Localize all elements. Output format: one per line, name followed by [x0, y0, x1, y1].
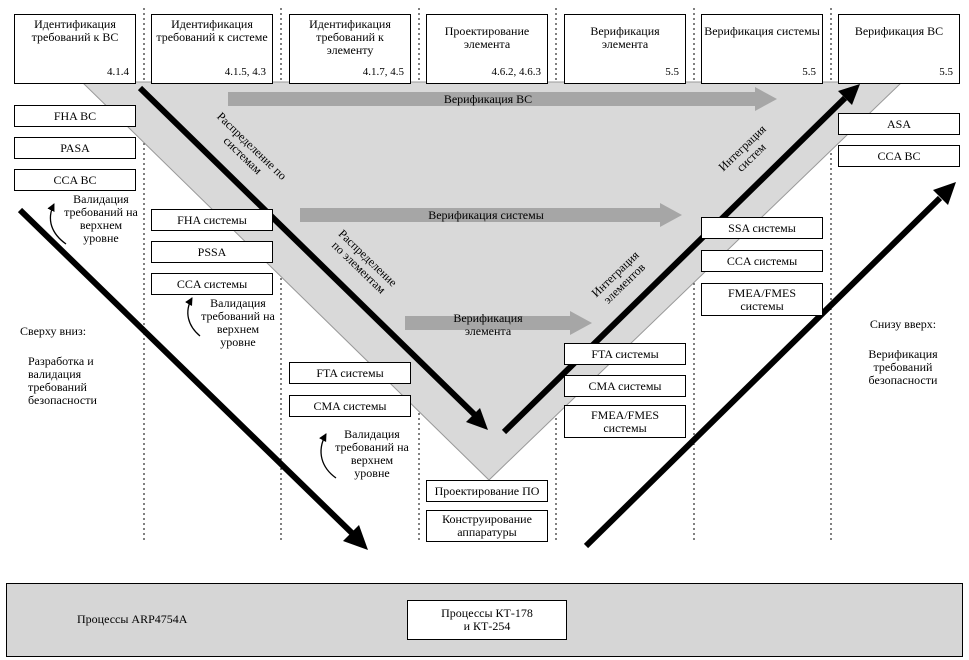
validation-curve-1 — [47, 203, 67, 245]
software-design-box: Проектирование ПО — [426, 480, 548, 502]
top-down-arrowhead — [343, 525, 368, 550]
top-down-arrow — [17, 207, 358, 539]
verif-sys-label: Верификация системы — [428, 208, 544, 222]
fta-system-box-verif: FTA системы — [564, 343, 686, 365]
header-system-verification: Верификация системы 5.5 — [701, 14, 823, 84]
validation-curve-3 — [319, 433, 337, 479]
verif-ac-label: Верификация ВС — [443, 92, 533, 106]
fmea-fmes-system-box: FMEA/FMES системы — [701, 283, 823, 316]
verif-elem-arrow — [405, 311, 592, 335]
header-section-number: 4.6.2, 4.6.3 — [491, 66, 542, 78]
header-aircraft-verification: Верификация ВС 5.5 — [838, 14, 960, 84]
arp4754a-label: Процессы ARP4754A — [77, 612, 188, 626]
header-title: Верификация системы — [704, 24, 820, 38]
integration-arrow — [501, 95, 848, 435]
header-element-requirements: Идентификация требований к элементу 4.1.… — [289, 14, 411, 84]
ssa-system-box: SSA системы — [701, 217, 823, 239]
header-element-verification: Верификация элемента 5.5 — [564, 14, 686, 84]
verification-arrows — [228, 87, 777, 335]
top-down-title: Сверху вниз: — [20, 324, 87, 338]
header-title: Верификация элемента — [590, 24, 660, 51]
bottom-up-title: Снизу вверх: — [869, 317, 937, 331]
fha-system-box: FHA системы — [151, 209, 273, 231]
header-section-number: 5.5 — [665, 66, 679, 78]
bottom-up-body: Верификация требований безопасности — [868, 347, 938, 387]
processes-band: Процессы ARP4754A Процессы КТ-178 и КТ-2… — [6, 583, 963, 657]
header-section-number: 4.1.7, 4.5 — [362, 66, 404, 78]
header-section-number: 4.1.4 — [107, 66, 129, 78]
kt-processes-box: Процессы КТ-178 и КТ-254 — [407, 600, 567, 640]
cma-system-box-verif: CMA системы — [564, 375, 686, 397]
verif-elem-label: Верификация элемента — [453, 311, 523, 338]
top-down-body: Разработка и валидация требований безопа… — [28, 354, 97, 407]
distribution-arrowhead — [466, 408, 488, 430]
pasa-box: PASA — [14, 137, 136, 159]
header-aircraft-requirements: Идентификация требований к ВС 4.1.4 — [14, 14, 136, 84]
distribution-arrow — [137, 85, 481, 421]
bottom-up-arrowhead — [933, 182, 956, 205]
hardware-design-box: Конструирование аппаратуры — [426, 510, 548, 542]
header-element-design: Проектирование элемента 4.6.2, 4.6.3 — [426, 14, 548, 84]
cma-system-box: CMA системы — [289, 395, 411, 417]
cca-aircraft-box: CCA ВС — [14, 169, 136, 191]
thick-arrows — [17, 85, 943, 549]
pssa-box: PSSA — [151, 241, 273, 263]
verif-sys-arrow — [300, 203, 682, 227]
verif-ac-arrow — [228, 87, 777, 111]
header-section-number: 4.1.5, 4.3 — [224, 66, 266, 78]
validation-curves — [47, 203, 337, 479]
header-title: Верификация ВС — [854, 24, 944, 38]
validation-label-1: Валидация требований на верхнем уровне — [64, 192, 138, 245]
bottom-up-arrow — [583, 195, 943, 549]
thick-arrowheads — [343, 84, 956, 550]
cca-system-box-verif: CCA системы — [701, 250, 823, 272]
cca-aircraft-box-verif: CCA ВС — [838, 145, 960, 167]
cca-system-box: CCA системы — [151, 273, 273, 295]
asa-box: ASA — [838, 113, 960, 135]
validation-label-3: Валидация требований на верхнем уровне — [335, 427, 409, 480]
header-section-number: 5.5 — [939, 66, 953, 78]
header-title: Идентификация требований к элементу — [309, 17, 391, 57]
header-title: Идентификация требований к ВС — [31, 17, 119, 44]
header-title: Проектирование элемента — [444, 24, 530, 51]
integration-arrowhead — [838, 84, 860, 105]
header-section-number: 5.5 — [802, 66, 816, 78]
fha-aircraft-box: FHA ВС — [14, 105, 136, 127]
header-title: Идентификация требований к системе — [156, 17, 268, 44]
fmea-fmes-element-box: FMEA/FMES системы — [564, 405, 686, 438]
validation-curve-2 — [185, 297, 201, 337]
validation-label-2: Валидация требований на верхнем уровне — [201, 296, 275, 349]
header-system-requirements: Идентификация требований к системе 4.1.5… — [151, 14, 273, 84]
fta-system-box: FTA системы — [289, 362, 411, 384]
